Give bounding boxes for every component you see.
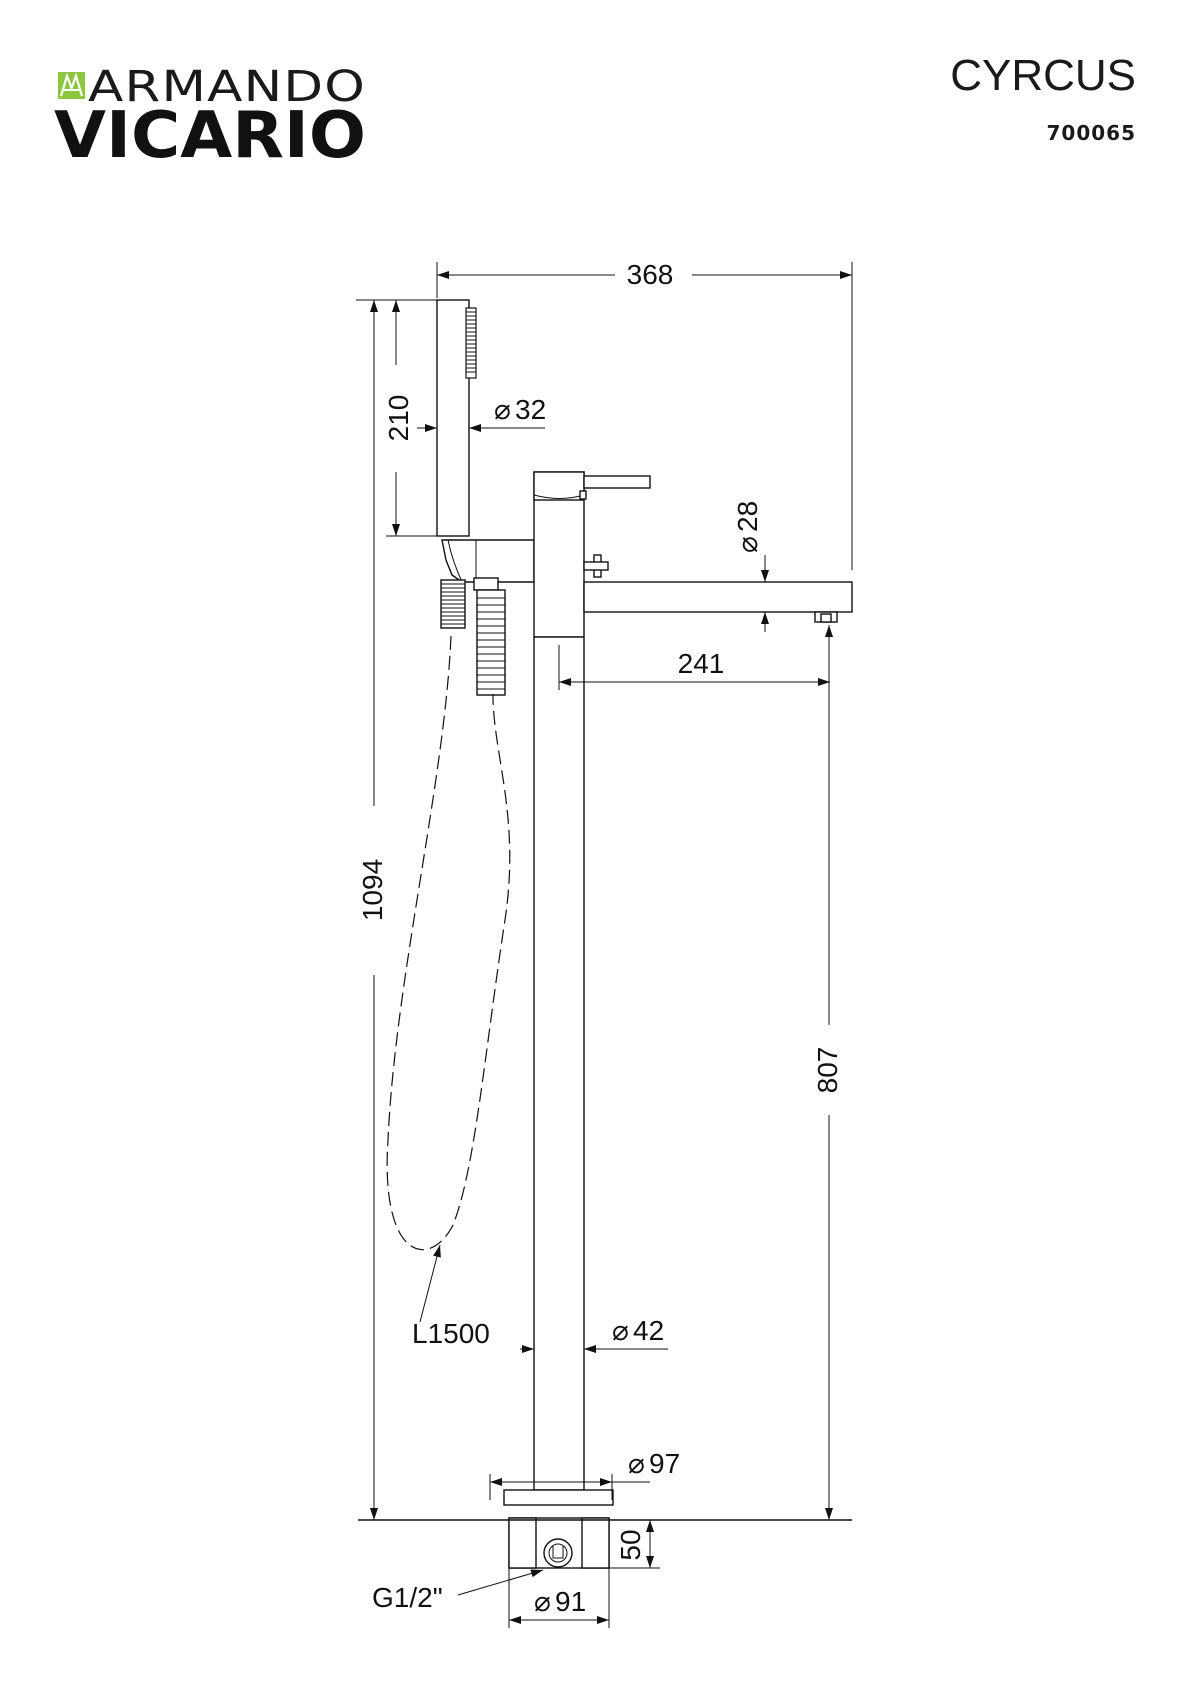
diameter-symbol: ⌀	[494, 394, 511, 425]
dim-overall-width: 368	[627, 259, 674, 290]
diverter-knob	[583, 554, 609, 578]
dim-overall-height: 1094	[357, 859, 388, 921]
dim-spout-height: 807	[812, 1047, 843, 1094]
dim-hand-shower-diameter: 32	[515, 394, 546, 425]
inlet-connection	[543, 1538, 573, 1568]
diameter-symbol: ⌀	[534, 1586, 551, 1617]
dim-flange-diameter: 97	[649, 1448, 680, 1479]
product-name: CYRCUS	[950, 51, 1136, 100]
dim-base-diameter: 91	[555, 1586, 586, 1617]
dim-base-height: 50	[615, 1529, 646, 1560]
dimension-lines	[356, 262, 853, 1628]
base	[503, 1489, 614, 1569]
product-code: 700065	[1047, 121, 1137, 145]
dim-connection: G1/2"	[372, 1582, 443, 1613]
shower-nozzles	[465, 307, 477, 379]
brand-name-line2: VICARIO	[54, 99, 366, 173]
mixer-body	[533, 471, 651, 638]
shower-hose	[386, 635, 511, 1251]
shower-holder	[441, 539, 535, 591]
diameter-symbol: ⌀	[612, 1315, 629, 1346]
dim-hose-length: L1500	[412, 1318, 490, 1349]
hose-connectors	[440, 579, 506, 696]
faucet-drawing	[358, 299, 853, 1569]
brand-logo-icon	[58, 72, 85, 99]
brand-logo: ARMANDO VICARIO	[54, 62, 366, 173]
dim-column-diameter: 42	[633, 1315, 664, 1346]
dim-spout-diameter: 28	[732, 501, 763, 532]
dimension-labels: 368 210 ⌀ 32 ⌀ 28 241 1094 807 L1500 ⌀ 4…	[357, 259, 843, 1617]
dim-hand-shower-length: 210	[383, 395, 414, 442]
column	[533, 636, 585, 1491]
spout	[583, 581, 853, 623]
diameter-symbol: ⌀	[732, 536, 763, 553]
dim-spout-reach: 241	[678, 648, 725, 679]
brand-name-line1: ARMANDO	[88, 62, 366, 112]
diameter-symbol: ⌀	[628, 1448, 645, 1479]
hand-shower	[436, 299, 477, 537]
